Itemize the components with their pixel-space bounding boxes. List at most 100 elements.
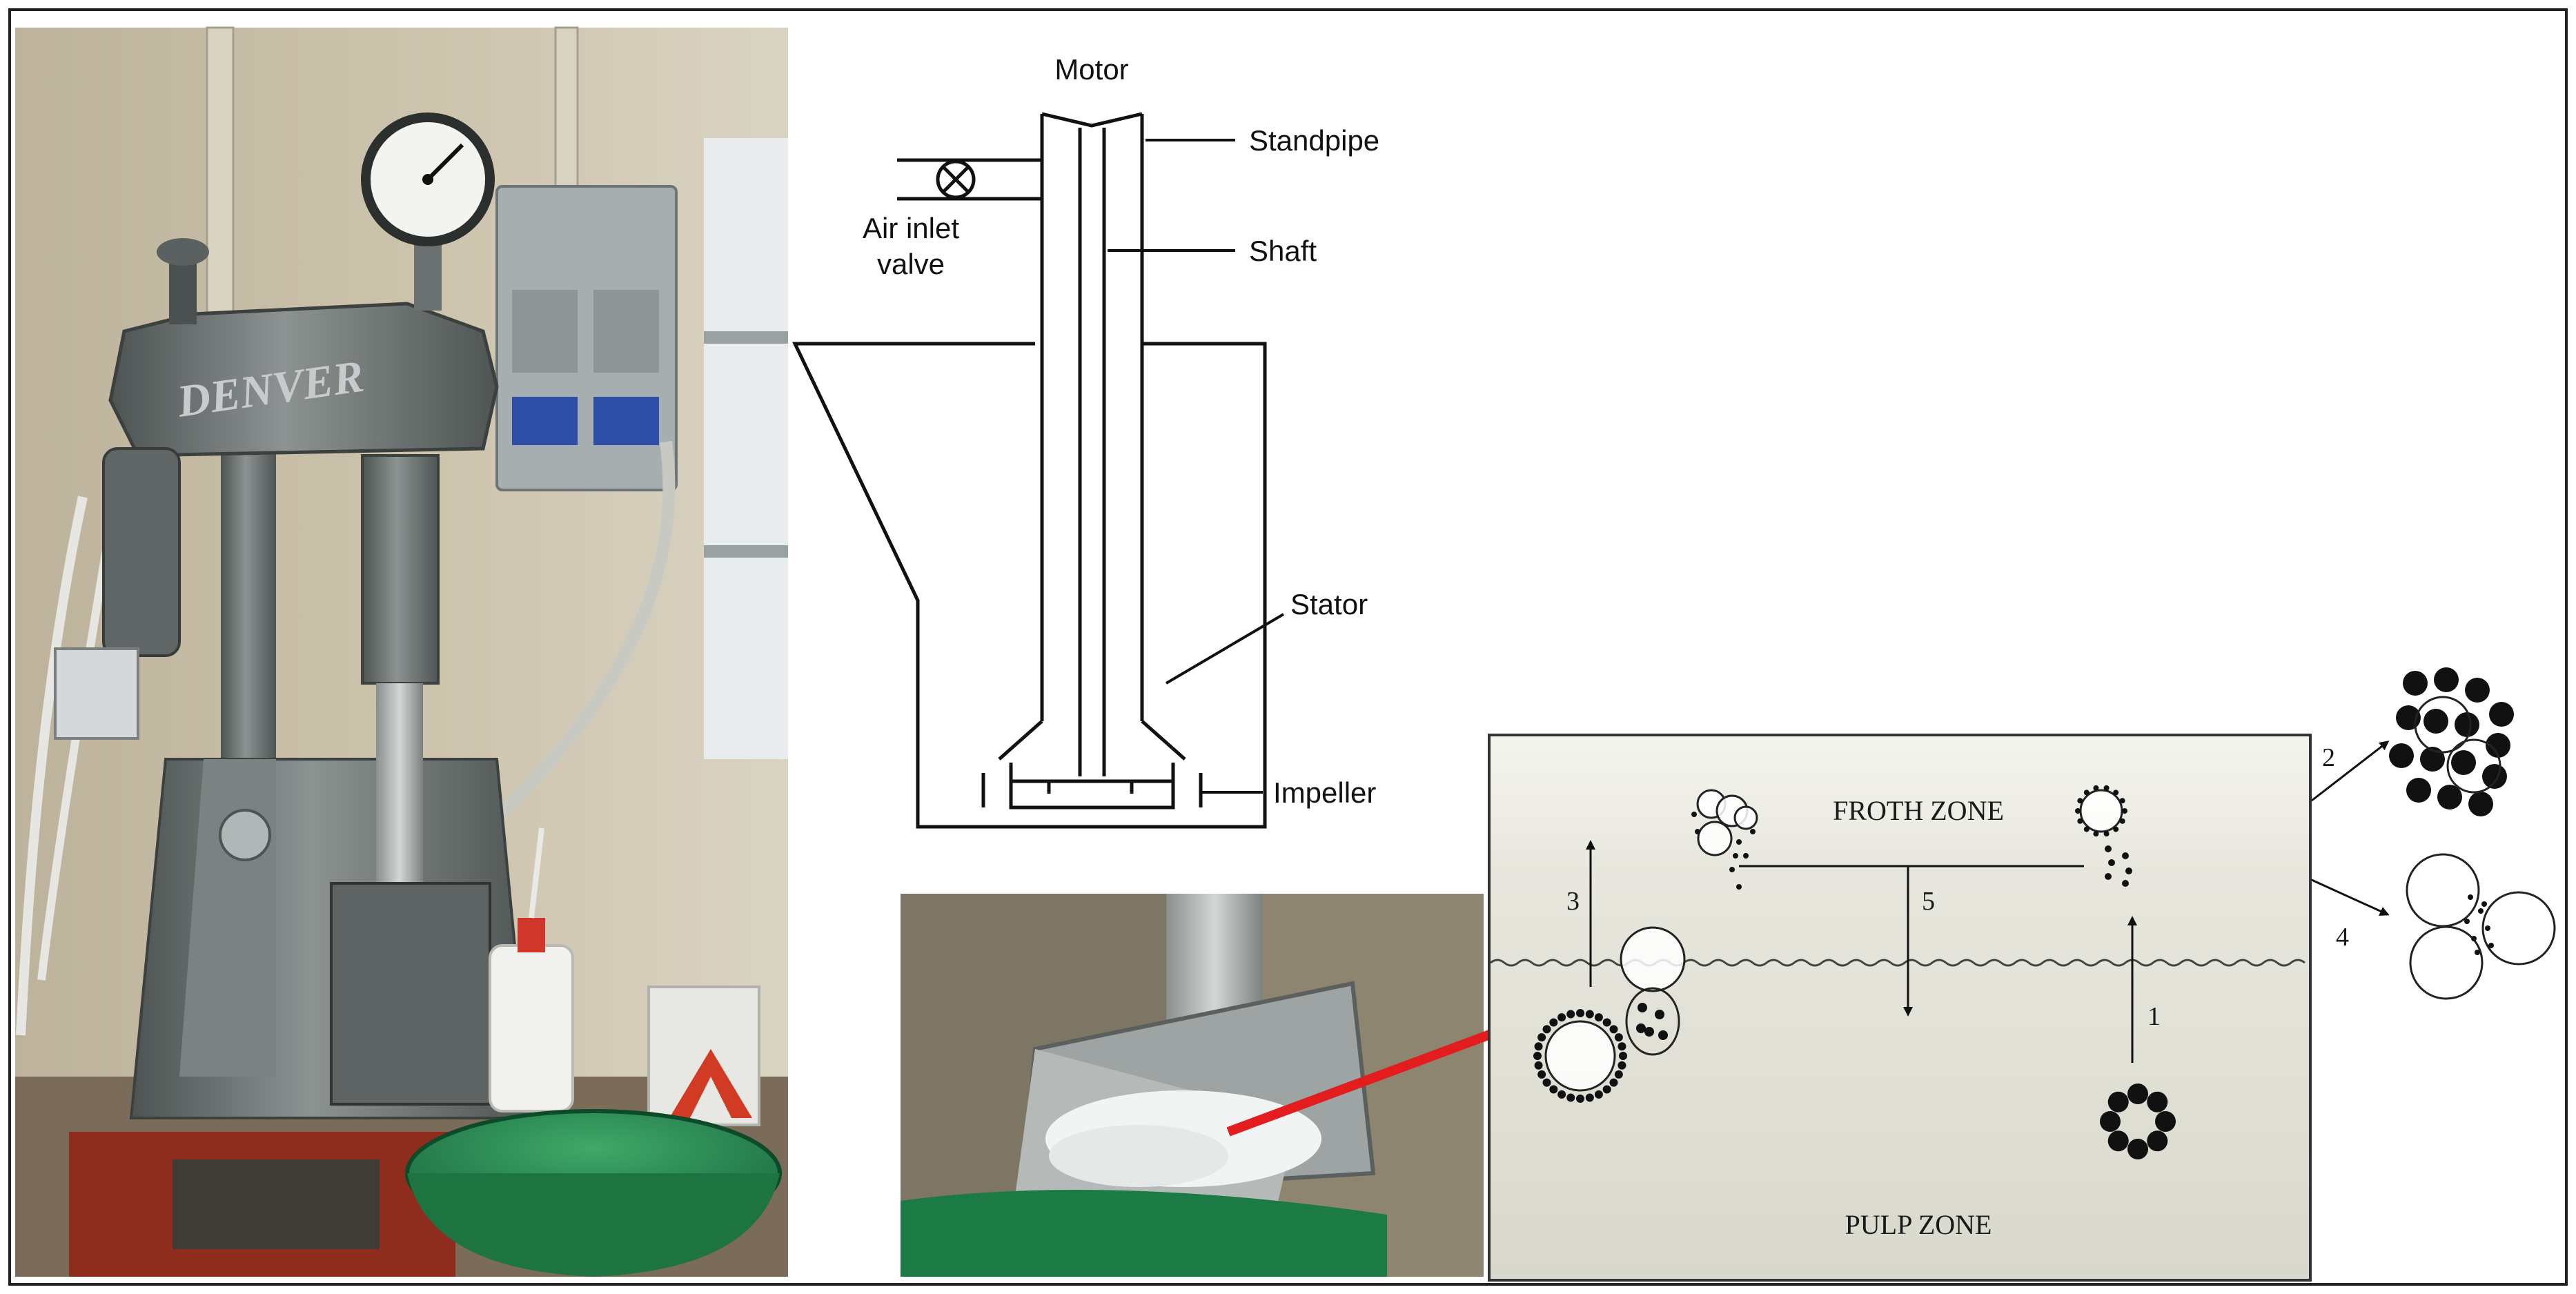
attached-particle: [2119, 818, 2125, 824]
step-1-label: 1: [2147, 1002, 2161, 1031]
pulp-aggregate-particle: [2107, 1091, 2129, 1112]
aggregate-particle: [2389, 743, 2414, 768]
froth-bubble: [1697, 821, 1733, 856]
dispersed-particle: [2475, 950, 2480, 955]
cluster-particle: [1638, 1003, 1647, 1012]
attached-particle: [1614, 1070, 1623, 1079]
air-inlet-label: Air inlet: [863, 212, 959, 244]
pulp-aggregate-particle: [2107, 1130, 2129, 1152]
particle-bubble-icon: [1544, 1020, 1616, 1092]
dispersed-particle: [2471, 936, 2477, 941]
aggregate-particle: [2455, 712, 2479, 737]
attached-particle: [1549, 1018, 1558, 1027]
attached-particle: [1576, 1009, 1584, 1017]
dispersed-particle: [1733, 853, 1738, 859]
valve-icon: [936, 159, 976, 199]
attached-particle: [1618, 1042, 1626, 1051]
standpipe-outline: [1040, 114, 1144, 721]
attached-particle: [1537, 1070, 1546, 1079]
cluster-particle: [1636, 1023, 1646, 1033]
dispersed-particle: [1743, 853, 1749, 859]
dispersed-particle: [2485, 925, 2490, 931]
cell-tank: [1488, 734, 2312, 1282]
pulp-aggregate-particle: [2100, 1111, 2121, 1132]
particle-cluster-outline: [1625, 987, 1680, 1056]
attached-particle: [1614, 1033, 1623, 1042]
pulp-aggregate-particle: [2155, 1111, 2176, 1132]
attached-particle: [2083, 826, 2090, 832]
aggregate-particle: [2406, 778, 2431, 803]
froth-bubble: [1733, 805, 1758, 830]
aggregate-particle: [2437, 785, 2462, 810]
pulp-aggregate-particle: [2147, 1091, 2168, 1112]
attached-particle: [1557, 1090, 1566, 1099]
step-3-label: 3: [1566, 887, 1580, 916]
attached-particle: [2093, 785, 2099, 791]
cluster-particle: [1655, 1010, 1664, 1019]
froth-bubble: [2079, 789, 2123, 833]
step-2-label: 2: [2322, 743, 2335, 772]
attached-particle: [1594, 1013, 1603, 1022]
attached-particle: [1534, 1061, 1543, 1070]
attached-particle: [2077, 798, 2083, 804]
attached-particle: [2103, 831, 2110, 837]
aggregate-particle: [2465, 678, 2490, 703]
bubble: [2409, 925, 2484, 1000]
pulp-zone-label: PULP ZONE: [1845, 1209, 1992, 1240]
cluster-particle: [1658, 1030, 1668, 1040]
attached-particle: [1609, 1078, 1618, 1087]
tank-closeup-photo: [901, 894, 1484, 1277]
attached-particle: [2113, 790, 2119, 796]
dispersed-particle: [2122, 852, 2129, 859]
dispersed-particle: [2105, 873, 2112, 880]
attached-particle: [2119, 798, 2125, 804]
step-4-label: 4: [2336, 923, 2349, 952]
aggregate-particle: [2451, 750, 2476, 775]
bubble: [1620, 926, 1686, 992]
shaft-label: Shaft: [1249, 235, 1317, 267]
standpipe-label: Standpipe: [1249, 124, 1379, 157]
dispersed-particle: [2464, 919, 2470, 924]
bubble-layer: [1533, 667, 2556, 1159]
dispersed-particle: [2125, 867, 2132, 874]
attached-particle: [1618, 1061, 1626, 1070]
aggregate-particle: [2486, 733, 2510, 758]
dispersed-particle: [2481, 901, 2487, 907]
dispersed-particle: [1736, 839, 1742, 845]
aggregate-particle: [2434, 667, 2459, 692]
attached-particle: [2077, 818, 2083, 824]
attached-particle: [2093, 831, 2099, 837]
dispersed-particle: [1691, 812, 1697, 817]
stator-left: [998, 720, 1043, 761]
dispersed-particle: [1736, 884, 1742, 890]
pointer-arrow: [1226, 1014, 1533, 1137]
cluster-particle: [1644, 1027, 1654, 1037]
bubble: [2481, 891, 2556, 965]
valve-label: valve: [877, 248, 945, 280]
arrow-4: [2311, 879, 2390, 916]
aggregate-bubble: [2414, 696, 2472, 754]
attached-particle: [1534, 1042, 1543, 1051]
attached-particle: [1585, 1010, 1594, 1019]
aggregate-bubble: [2446, 738, 2501, 794]
dispersed-particle: [2478, 908, 2484, 914]
stator-label: Stator: [1290, 588, 1368, 620]
attached-particle: [1609, 1025, 1618, 1034]
attached-particle: [1533, 1052, 1542, 1060]
aggregate-particle: [2468, 792, 2493, 816]
dispersed-particle: [1750, 829, 1756, 834]
attached-particle: [1585, 1093, 1594, 1102]
froth-zone-label: FROTH ZONE: [1833, 795, 2004, 826]
cell-schematic: [792, 112, 1267, 829]
attached-particle: [1566, 1093, 1575, 1102]
machine-photo: DENVER: [15, 26, 788, 1277]
attached-particle: [2103, 785, 2110, 791]
attached-particle: [1602, 1085, 1611, 1094]
attached-particle: [1542, 1025, 1551, 1034]
attached-particle: [1566, 1010, 1575, 1019]
impeller-label: Impeller: [1273, 776, 1376, 809]
dispersed-particle: [2468, 894, 2473, 900]
pulp-aggregate-particle: [2127, 1139, 2148, 1159]
motor-label: Motor: [1054, 53, 1128, 86]
